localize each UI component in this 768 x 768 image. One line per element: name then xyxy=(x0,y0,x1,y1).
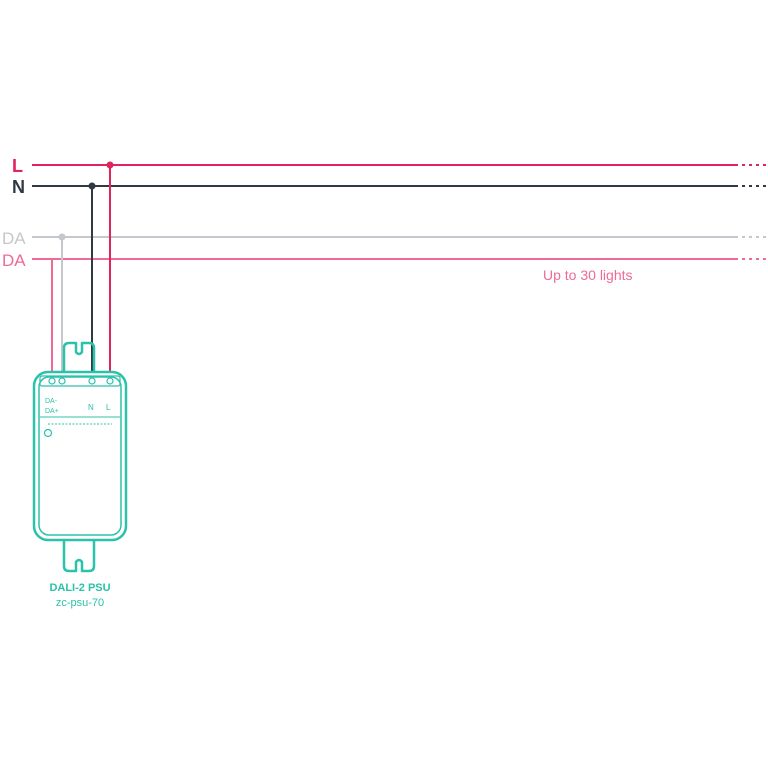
neutral-bus-label: N xyxy=(12,177,25,197)
psu-terminal-screw xyxy=(106,377,114,385)
da-pink-bus-label: DA xyxy=(2,251,26,270)
psu-junction-live xyxy=(106,161,114,169)
psu-inner-body xyxy=(38,376,122,536)
psu-top-mount-tab xyxy=(62,341,96,372)
psu-terminal-da-minus-label: DA- xyxy=(45,398,58,405)
psu-body xyxy=(32,370,128,542)
psu-terminal-l-label: L xyxy=(106,403,111,412)
capacity-note: Up to 30 lights xyxy=(543,267,633,283)
psu-terminal-screw xyxy=(48,377,56,385)
psu-terminal-screw xyxy=(58,377,66,385)
psu-title: DALI-2 PSU xyxy=(49,582,110,594)
live-bus-label: L xyxy=(12,156,23,176)
psu-model: zc-psu-70 xyxy=(56,597,104,609)
psu-terminal-screw xyxy=(88,377,96,385)
psu-device: DA- DA+ N L xyxy=(32,161,128,573)
da-grey-bus-label: DA xyxy=(2,229,26,248)
psu-status-led xyxy=(43,428,53,438)
psu-junction-da-grey xyxy=(58,233,66,241)
psu-terminal-n-label: N xyxy=(88,403,94,412)
psu-terminal-block xyxy=(39,375,121,387)
psu-junction-neutral xyxy=(88,182,96,190)
bus-lines xyxy=(32,164,768,260)
psu-bottom-mount-tab xyxy=(62,540,96,573)
psu-terminal-da-plus-label: DA+ xyxy=(45,408,59,415)
